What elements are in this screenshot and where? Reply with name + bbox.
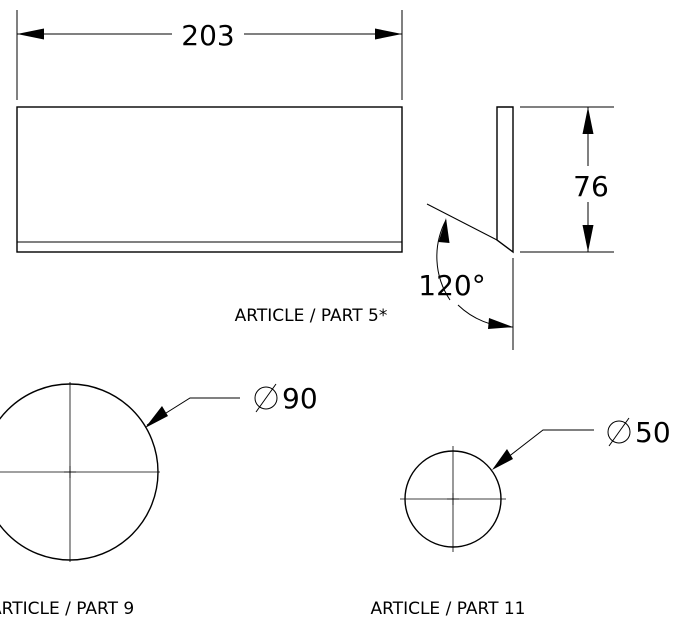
part5-side-outline [496, 106, 514, 254]
part11-leader-arrow [492, 449, 513, 470]
arrow-left [17, 28, 44, 40]
part11-label: ARTICLE / PART 11 [370, 599, 525, 619]
angle-reference-line [426, 203, 498, 241]
arrow-bottom [582, 225, 594, 252]
angle-arrow-upper [438, 218, 450, 243]
part11-view [400, 446, 506, 552]
length-value: 203 [181, 19, 234, 52]
length-dimension: 203 [16, 10, 403, 100]
diameter-symbol-icon [254, 383, 278, 413]
part11-leader-line [493, 429, 594, 469]
diameter-symbol-icon [607, 417, 631, 447]
height-value: 76 [573, 170, 609, 203]
part5-front-outline [16, 106, 403, 253]
part9-diameter-value: 90 [282, 382, 318, 415]
height-dimension: 76 [520, 106, 614, 253]
part9-view [0, 382, 160, 562]
part9-leader: 90 [145, 382, 318, 428]
part5-front-view [16, 106, 403, 253]
angle-dimension: 120° [418, 203, 514, 350]
part11-leader: 50 [492, 416, 671, 470]
angle-value: 120° [418, 269, 485, 302]
angle-arc-upper [436, 219, 451, 301]
arrow-top [582, 107, 594, 134]
angle-arc-lower [457, 304, 514, 328]
part9-label: ARTICLE / PART 9 [0, 599, 134, 619]
part5-label: ARTICLE / PART 5* [235, 306, 388, 326]
part9-leader-arrow [145, 406, 168, 428]
part5-side-view [496, 106, 514, 254]
part11-diameter-value: 50 [635, 416, 671, 449]
angle-arrow-lower [488, 318, 513, 329]
arrow-right [375, 28, 402, 40]
